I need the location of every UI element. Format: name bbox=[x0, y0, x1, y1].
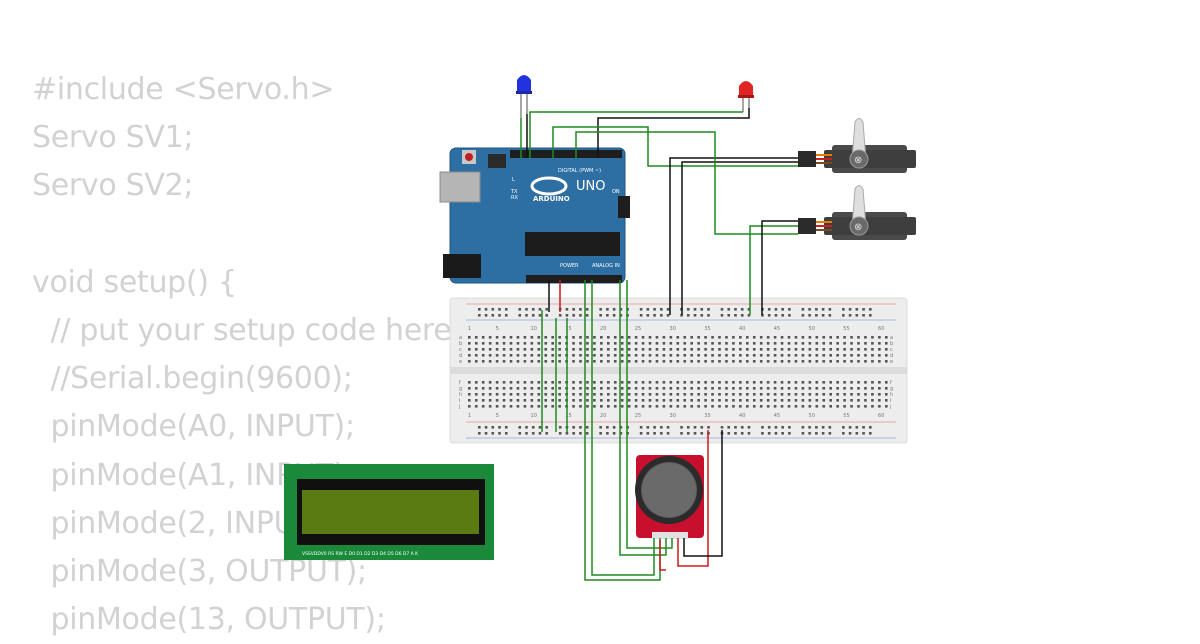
code-line: #include <Servo.h> bbox=[32, 72, 335, 107]
breadboard-row-letter: i bbox=[459, 398, 460, 404]
breadboard-row-letter: g bbox=[459, 386, 462, 392]
breadboard-row-letter: g bbox=[890, 386, 893, 392]
breadboard-row-letter: h bbox=[890, 392, 893, 398]
arduino-logo-icon bbox=[530, 176, 568, 196]
joystick-icon[interactable] bbox=[635, 455, 704, 539]
breadboard-row-letter: a bbox=[459, 335, 462, 341]
breadboard-column-number: 40 bbox=[739, 413, 745, 419]
breadboard-column-number: 10 bbox=[531, 326, 537, 332]
on-led-label: ON bbox=[612, 189, 620, 195]
board-model-label: UNO bbox=[576, 179, 605, 194]
led-l-label: L bbox=[512, 177, 515, 183]
breadboard-row-letter: h bbox=[459, 392, 462, 398]
breadboard-column-number: 60 bbox=[878, 326, 884, 332]
breadboard-row-letter: f bbox=[459, 380, 461, 386]
breadboard-row-letter: f bbox=[890, 380, 892, 386]
breadboard-row-letter: i bbox=[890, 398, 891, 404]
power-pins-label: POWER bbox=[560, 263, 579, 269]
breadboard-row-letter: e bbox=[459, 359, 462, 365]
led-tx-label: TX bbox=[510, 189, 518, 195]
breadboard-row-letter: d bbox=[459, 353, 462, 359]
breadboard-row-letter: j bbox=[889, 404, 891, 410]
code-editor-background: #include <Servo.h> Servo SV1; Servo SV2; vo… bbox=[32, 66, 452, 644]
breadboard-column-number: 25 bbox=[635, 413, 641, 419]
breadboard-column-number: 10 bbox=[531, 413, 537, 419]
blue-led-icon[interactable] bbox=[516, 75, 532, 118]
servo-icon[interactable]: ⊗ bbox=[798, 185, 916, 241]
lcd-display[interactable]: VSSVDDV0 RS RW E D0 D1 D2 D3 D4 D5 D6 D7… bbox=[284, 464, 494, 560]
breadboard-column-number: 45 bbox=[774, 413, 780, 419]
analog-pins-label: ANALOG IN bbox=[592, 263, 620, 269]
breadboard-column-number: 55 bbox=[843, 413, 849, 419]
code-line: Servo SV2; bbox=[32, 168, 194, 204]
breadboard-column-number: 15 bbox=[565, 413, 571, 419]
breadboard-row-letter: c bbox=[459, 347, 462, 353]
wires bbox=[520, 108, 798, 581]
code-line: void setup() { bbox=[32, 264, 237, 300]
breadboard-column-number: 35 bbox=[704, 326, 710, 332]
breadboard-column-number: 55 bbox=[843, 326, 849, 332]
breadboard-row-letter: d bbox=[890, 353, 893, 359]
breadboard-row-letter: e bbox=[890, 359, 893, 365]
breadboard-column-number: 45 bbox=[774, 326, 780, 332]
servo-icon[interactable]: ⊗ bbox=[798, 118, 916, 174]
breadboard-column-number: 50 bbox=[809, 413, 815, 419]
breadboard-column-number: 5 bbox=[496, 326, 499, 332]
red-led-icon[interactable] bbox=[738, 81, 754, 112]
breadboard-column-number: 35 bbox=[704, 413, 710, 419]
code-line: Servo SV1; bbox=[32, 120, 194, 156]
code-line: pinMode(3, OUTPUT); bbox=[32, 553, 367, 589]
breadboard-row-letter: c bbox=[890, 347, 893, 353]
breadboard-column-number: 30 bbox=[670, 326, 676, 332]
lcd-pin-labels: VSSVDDV0 RS RW E D0 D1 D2 D3 D4 D5 D6 D7… bbox=[302, 551, 419, 557]
digital-pins-label: DIGITAL (PWM ~) bbox=[558, 168, 601, 174]
breadboard-column-number: 1 bbox=[468, 326, 471, 332]
breadboard-column-number: 60 bbox=[878, 413, 884, 419]
breadboard-column-number: 20 bbox=[600, 413, 606, 419]
digital-header bbox=[510, 150, 622, 158]
breadboard-column-number: 30 bbox=[670, 413, 676, 419]
breadboard-column-number: 50 bbox=[809, 326, 815, 332]
code-line: pinMode(A0, INPUT); bbox=[32, 409, 355, 445]
power-jack bbox=[443, 254, 481, 278]
reset-button[interactable] bbox=[465, 153, 473, 161]
board-brand-label: ARDUINO bbox=[533, 195, 570, 203]
arduino-uno-board[interactable]: UNO ARDUINO DIGITAL (PWM ~) POWER ANALOG… bbox=[439, 147, 630, 284]
breadboard-column-number: 15 bbox=[565, 326, 571, 332]
usb-port bbox=[439, 171, 481, 203]
breadboard-row-letter: a bbox=[890, 335, 893, 341]
code-line: // put your setup code here bbox=[32, 312, 452, 348]
breadboard-column-number: 25 bbox=[635, 326, 641, 332]
svg-text:⊗: ⊗ bbox=[854, 155, 862, 166]
svg-text:⊗: ⊗ bbox=[854, 222, 862, 233]
breadboard-row-letter: b bbox=[890, 341, 893, 347]
breadboard-column-number: 1 bbox=[468, 413, 471, 419]
atmega-chip bbox=[525, 232, 620, 256]
breadboard-row-letter: j bbox=[458, 404, 460, 410]
breadboard-column-number: 20 bbox=[600, 326, 606, 332]
breadboard-column-number: 5 bbox=[496, 413, 499, 419]
power-analog-header bbox=[526, 275, 622, 283]
led-rx-label: RX bbox=[511, 195, 518, 201]
breadboard-holes bbox=[468, 308, 888, 435]
breadboard-column-number: 40 bbox=[739, 326, 745, 332]
breadboard-row-letter: b bbox=[459, 341, 462, 347]
code-line: //Serial.begin(9600); bbox=[32, 361, 353, 397]
